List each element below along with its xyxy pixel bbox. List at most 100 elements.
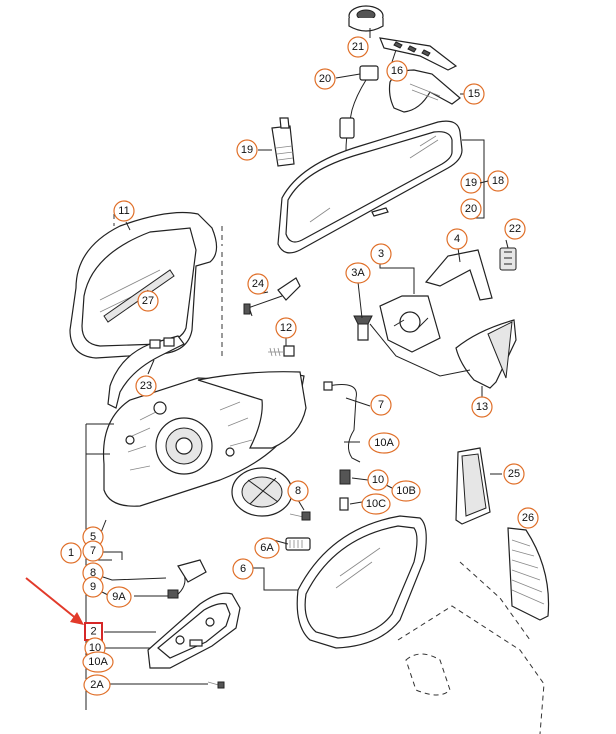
callout-22[interactable]: 22 bbox=[504, 218, 526, 240]
svg-text:25: 25 bbox=[508, 468, 520, 480]
svg-text:3: 3 bbox=[378, 248, 384, 260]
part-25-strip bbox=[455, 447, 491, 525]
part-mirror-frame bbox=[102, 371, 307, 507]
leader-18 bbox=[462, 139, 485, 219]
callout-20[interactable]: 20 bbox=[314, 68, 336, 90]
part-7-plug bbox=[323, 381, 333, 391]
callout-20-right[interactable]: 20 bbox=[460, 198, 482, 220]
part-23-clip bbox=[107, 335, 185, 409]
svg-text:10: 10 bbox=[372, 474, 384, 486]
svg-text:6A: 6A bbox=[260, 542, 274, 554]
svg-text:10B: 10B bbox=[396, 485, 416, 497]
callout-8[interactable]: 8 bbox=[287, 480, 309, 502]
part-6-mirror-glass bbox=[296, 515, 427, 649]
part-10-connector bbox=[339, 469, 351, 485]
part-2A-screw bbox=[207, 681, 225, 689]
svg-text:9: 9 bbox=[90, 581, 96, 593]
part-20-connector bbox=[339, 65, 379, 171]
callout-11[interactable]: 11 bbox=[113, 200, 135, 222]
part-10C-connector bbox=[339, 497, 349, 511]
svg-text:15: 15 bbox=[468, 88, 480, 100]
svg-text:5: 5 bbox=[90, 531, 96, 543]
svg-text:9A: 9A bbox=[112, 591, 126, 603]
svg-text:3A: 3A bbox=[351, 267, 365, 279]
svg-text:16: 16 bbox=[391, 65, 403, 77]
part-4-mount bbox=[424, 249, 493, 301]
part-8-motor bbox=[231, 467, 293, 517]
callout-10A-left[interactable]: 10A bbox=[82, 651, 114, 673]
part-22 bbox=[499, 247, 517, 271]
callout-23[interactable]: 23 bbox=[135, 375, 157, 397]
callout-21[interactable]: 21 bbox=[347, 36, 369, 58]
svg-text:22: 22 bbox=[509, 223, 521, 235]
part-16-bracket bbox=[379, 37, 458, 71]
svg-text:1: 1 bbox=[68, 547, 74, 559]
callout-9A[interactable]: 9A bbox=[106, 586, 132, 608]
part-24-bracket bbox=[243, 277, 301, 317]
callout-15[interactable]: 15 bbox=[463, 83, 485, 105]
svg-text:13: 13 bbox=[476, 401, 488, 413]
callout-24[interactable]: 24 bbox=[247, 273, 269, 295]
svg-text:10C: 10C bbox=[366, 498, 386, 510]
svg-text:11: 11 bbox=[118, 205, 129, 217]
svg-text:24: 24 bbox=[252, 278, 264, 290]
callout-10A[interactable]: 10A bbox=[368, 432, 400, 454]
callout-19-top[interactable]: 19 bbox=[236, 139, 258, 161]
callout-12[interactable]: 12 bbox=[275, 317, 297, 339]
svg-text:26: 26 bbox=[522, 512, 534, 524]
callout-9[interactable]: 9 bbox=[82, 576, 104, 598]
svg-text:18: 18 bbox=[492, 175, 504, 187]
callout-4[interactable]: 4 bbox=[446, 228, 468, 250]
part-2-lower-housing bbox=[147, 592, 241, 669]
part-9A-wire bbox=[134, 559, 207, 599]
part-18-rearview-mirror bbox=[277, 120, 463, 254]
callout-2-highlighted[interactable]: 2 bbox=[84, 622, 103, 641]
callout-26[interactable]: 26 bbox=[517, 507, 539, 529]
svg-text:23: 23 bbox=[140, 380, 152, 392]
svg-text:4: 4 bbox=[454, 233, 460, 245]
callout-13[interactable]: 13 bbox=[471, 396, 493, 418]
door-handle-outline bbox=[405, 653, 451, 696]
leader-19-18 bbox=[479, 180, 489, 184]
svg-text:20: 20 bbox=[465, 203, 477, 215]
callout-7[interactable]: 7 bbox=[370, 394, 392, 416]
red-pointer-arrow bbox=[25, 577, 84, 625]
part-12-screw bbox=[268, 345, 295, 357]
callout-25[interactable]: 25 bbox=[503, 463, 525, 485]
part-13-cover bbox=[455, 319, 517, 389]
callout-3A[interactable]: 3A bbox=[345, 262, 371, 284]
part-11-mirror-housing bbox=[69, 211, 218, 359]
callout-10[interactable]: 10 bbox=[367, 469, 389, 491]
callout-18[interactable]: 18 bbox=[487, 170, 509, 192]
svg-text:20: 20 bbox=[319, 73, 331, 85]
svg-text:12: 12 bbox=[280, 322, 292, 334]
callout-19-right[interactable]: 19 bbox=[460, 172, 482, 194]
svg-text:8: 8 bbox=[295, 485, 301, 497]
svg-text:27: 27 bbox=[142, 295, 154, 307]
callout-7-left[interactable]: 7 bbox=[82, 540, 104, 562]
callout-10C[interactable]: 10C bbox=[361, 493, 391, 515]
svg-text:10A: 10A bbox=[374, 437, 394, 449]
callout-3[interactable]: 3 bbox=[370, 243, 392, 265]
callout-2A[interactable]: 2A bbox=[83, 674, 111, 696]
callout-10B[interactable]: 10B bbox=[391, 480, 421, 502]
svg-text:2: 2 bbox=[90, 626, 96, 638]
part-7-cable bbox=[327, 384, 361, 463]
part-3-base bbox=[379, 295, 441, 353]
part-21-sensor bbox=[348, 5, 384, 32]
door-outline bbox=[397, 605, 545, 734]
callout-6A[interactable]: 6A bbox=[254, 537, 280, 559]
callout-27[interactable]: 27 bbox=[137, 290, 159, 312]
svg-text:2A: 2A bbox=[90, 679, 104, 691]
callout-16[interactable]: 16 bbox=[386, 60, 408, 82]
svg-text:7: 7 bbox=[90, 545, 96, 557]
part-26-cover bbox=[507, 527, 550, 621]
svg-text:7: 7 bbox=[378, 399, 384, 411]
callout-6[interactable]: 6 bbox=[232, 558, 254, 580]
svg-text:19: 19 bbox=[241, 144, 253, 156]
part-3A-screw bbox=[353, 315, 373, 341]
callout-1[interactable]: 1 bbox=[60, 542, 82, 564]
svg-text:8: 8 bbox=[90, 567, 96, 579]
svg-text:10A: 10A bbox=[88, 656, 108, 668]
